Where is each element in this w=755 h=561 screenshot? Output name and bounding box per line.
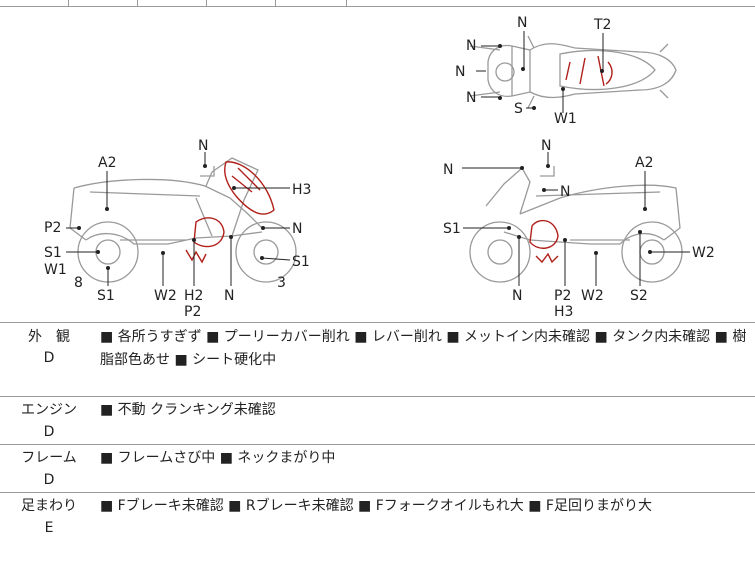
left-label-n-top: N	[198, 138, 208, 154]
row-exterior: 外 観 D ■ 各所うすぎず ■ プーリーカバー削れ ■ レバー削れ ■ メット…	[0, 322, 755, 396]
row-divider	[0, 396, 755, 397]
cell-divider	[275, 0, 276, 6]
left-label-a2: A2	[98, 155, 116, 171]
row-grade: E	[44, 520, 54, 536]
right-label-n-mid: N	[560, 184, 570, 200]
top-label-t2: T2	[593, 17, 611, 33]
top-label-s: S	[514, 101, 523, 117]
damage-mark-body-right	[529, 219, 559, 264]
left-label-s1: S1	[44, 245, 62, 261]
cell-divider	[137, 0, 138, 6]
left-label-p2: P2	[44, 220, 61, 236]
right-label-s2: S2	[630, 288, 648, 304]
right-label-w2: W2	[692, 245, 715, 261]
row-text: ■ 各所うすぎず ■ プーリーカバー削れ ■ レバー削れ ■ メットイン内未確認…	[100, 329, 747, 368]
left-label-8: 8	[74, 275, 83, 291]
row-divider	[0, 492, 755, 493]
top-label-n4: N	[517, 15, 527, 31]
row-title: 外 観	[28, 329, 70, 345]
left-view-scooter: N A2 H3 N P2 S1 W1 S1 8 S1 W2 H2 P2 N 3	[44, 138, 311, 320]
right-label-p2: P2	[554, 288, 571, 304]
top-label-n3: N	[466, 90, 476, 106]
right-label-w2-bottom: W2	[581, 288, 604, 304]
table-top-border	[0, 6, 755, 7]
left-label-w1: W1	[44, 262, 67, 278]
row-title: フレーム	[21, 450, 77, 466]
top-view-scooter: N N N N T2 S W1	[455, 15, 677, 127]
row-divider	[0, 322, 755, 323]
cell-divider	[346, 0, 347, 6]
left-label-3: 3	[277, 275, 286, 291]
left-label-n-right: N	[292, 221, 302, 237]
left-label-h2: H2	[184, 288, 203, 304]
row-text: ■ フレームさび中 ■ ネックまがり中	[100, 450, 336, 466]
row-grade: D	[43, 350, 55, 366]
right-label-n-bottom: N	[512, 288, 522, 304]
cell-divider	[68, 0, 69, 6]
left-label-p2-bottom: P2	[184, 304, 201, 320]
damage-mark-shield	[224, 161, 275, 215]
right-label-h3: H3	[554, 304, 573, 320]
left-label-w2: W2	[154, 288, 177, 304]
damage-mark-seat	[565, 55, 613, 87]
row-divider	[0, 444, 755, 445]
top-label-w1: W1	[554, 111, 577, 127]
left-label-n-bottom: N	[224, 288, 234, 304]
row-text: ■ Fブレーキ未確認 ■ Rブレーキ未確認 ■ Fフォークオイルもれ大 ■ F足…	[100, 498, 652, 514]
row-text: ■ 不動 クランキング未確認	[100, 402, 276, 418]
row-grade: D	[43, 424, 55, 440]
cell-divider	[206, 0, 207, 6]
damage-diagram: N N N N T2 S W1	[44, 15, 715, 320]
damage-mark-body	[185, 217, 225, 264]
row-engine: エンジン D ■ 不動 クランキング未確認	[0, 396, 755, 444]
left-label-s1-right: S1	[292, 254, 310, 270]
left-label-h3: H3	[292, 182, 311, 198]
row-frame: フレーム D ■ フレームさび中 ■ ネックまがり中	[0, 444, 755, 492]
right-label-a2: A2	[635, 155, 653, 171]
top-label-n1: N	[466, 38, 476, 54]
row-suspension: 足まわり E ■ Fブレーキ未確認 ■ Rブレーキ未確認 ■ Fフォークオイルも…	[0, 492, 755, 561]
right-label-n-top: N	[541, 138, 551, 154]
row-grade: D	[43, 472, 55, 488]
top-label-n2: N	[455, 64, 465, 80]
row-title: エンジン	[21, 402, 77, 418]
right-view-scooter: N N N A2 S1 W2 N P2 H3 W2 S2	[443, 138, 715, 320]
right-label-n-left: N	[443, 162, 453, 178]
row-title: 足まわり	[21, 498, 77, 514]
right-label-s1: S1	[443, 221, 461, 237]
left-label-s1-bottom: S1	[97, 288, 115, 304]
